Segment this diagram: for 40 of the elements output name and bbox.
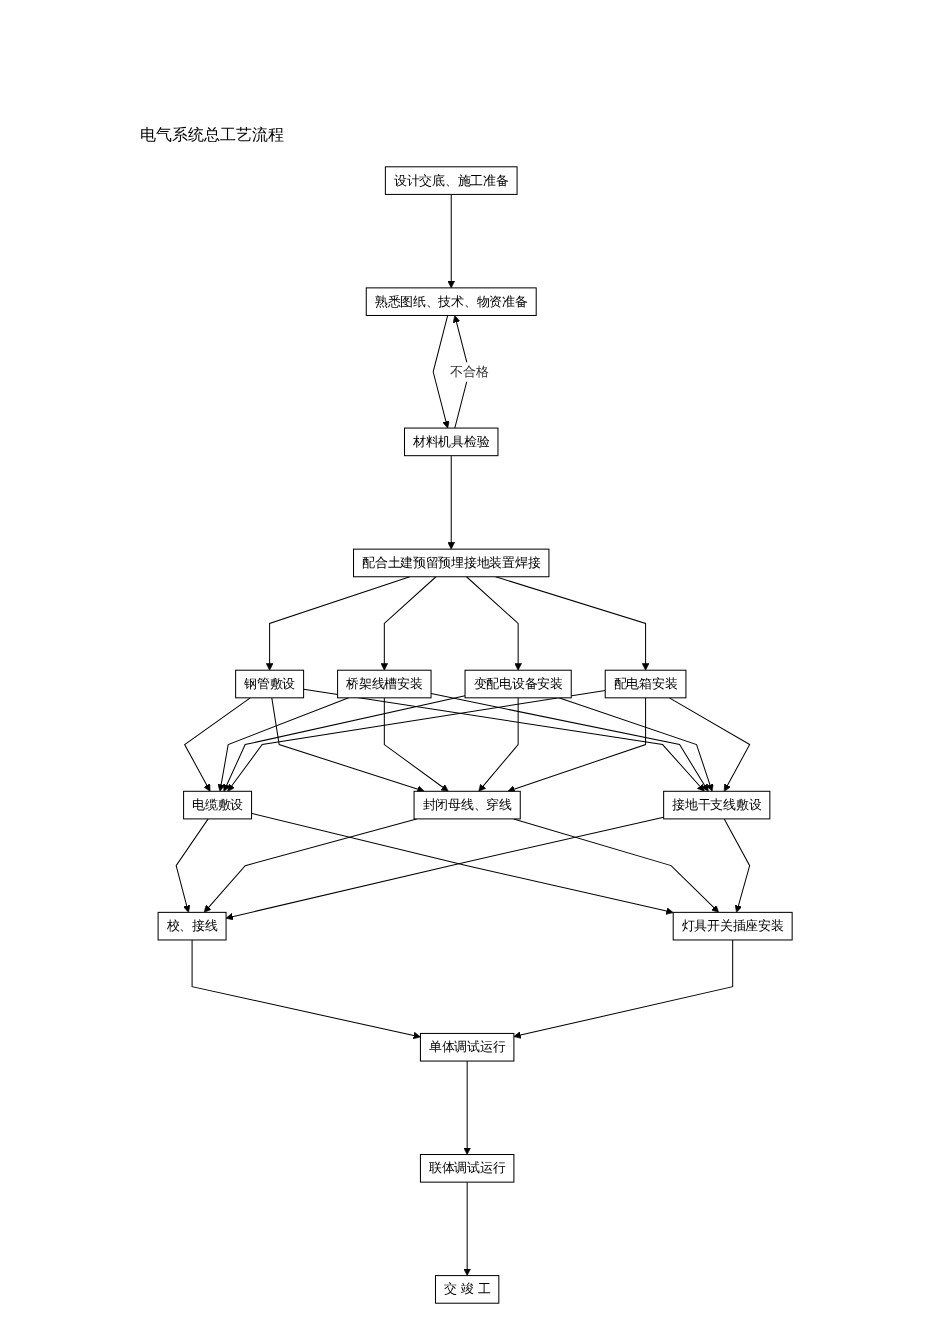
arrow [668, 697, 751, 792]
arrow [175, 818, 209, 913]
arrow [265, 576, 411, 671]
arrow [447, 193, 455, 289]
arrow [447, 455, 455, 550]
arrow [217, 697, 350, 792]
node-box: 联体调试运行 [419, 1154, 515, 1183]
arrow [507, 697, 646, 793]
arrow [227, 689, 606, 792]
arrow [463, 1181, 471, 1276]
arrow [430, 693, 709, 792]
diagram-title: 电气系统总工艺流程 [140, 125, 284, 146]
arrow [183, 697, 251, 792]
node-box: 材料机具检验 [403, 427, 499, 457]
node-box: 熟悉图纸、技术、物资准备 [365, 287, 537, 316]
edge-label: 不合格 [450, 363, 489, 380]
arrow [271, 697, 425, 793]
node-box: 灯具开关插座安装 [672, 911, 793, 941]
node-box: 交 竣 工 [434, 1275, 500, 1304]
node-box: 配合土建预留预埋接地装置焊接 [352, 548, 550, 578]
arrow [380, 576, 437, 671]
arrow [558, 697, 714, 792]
node-box: 单体调试运行 [419, 1032, 515, 1062]
node-box: 校、接线 [157, 911, 227, 941]
arrow [463, 1060, 471, 1155]
node-box: 钢管敷设 [235, 669, 304, 699]
node-box: 变配电设备安装 [464, 669, 572, 699]
arrow [432, 315, 450, 429]
node-box: 配电箱安装 [604, 669, 687, 699]
node-box: 电缆敷设 [182, 790, 252, 820]
arrow [513, 939, 734, 1039]
arrow [723, 818, 751, 913]
node-box: 封闭母线、穿线 [413, 790, 521, 820]
arrow [383, 697, 449, 792]
arrow [191, 939, 421, 1040]
arrow [465, 576, 522, 671]
node-box: 设计交底、施工准备 [384, 166, 518, 195]
node-box: 桥架线槽安装 [336, 669, 432, 699]
node-box: 接地干支线敷设 [663, 790, 771, 820]
arrow [478, 697, 519, 792]
